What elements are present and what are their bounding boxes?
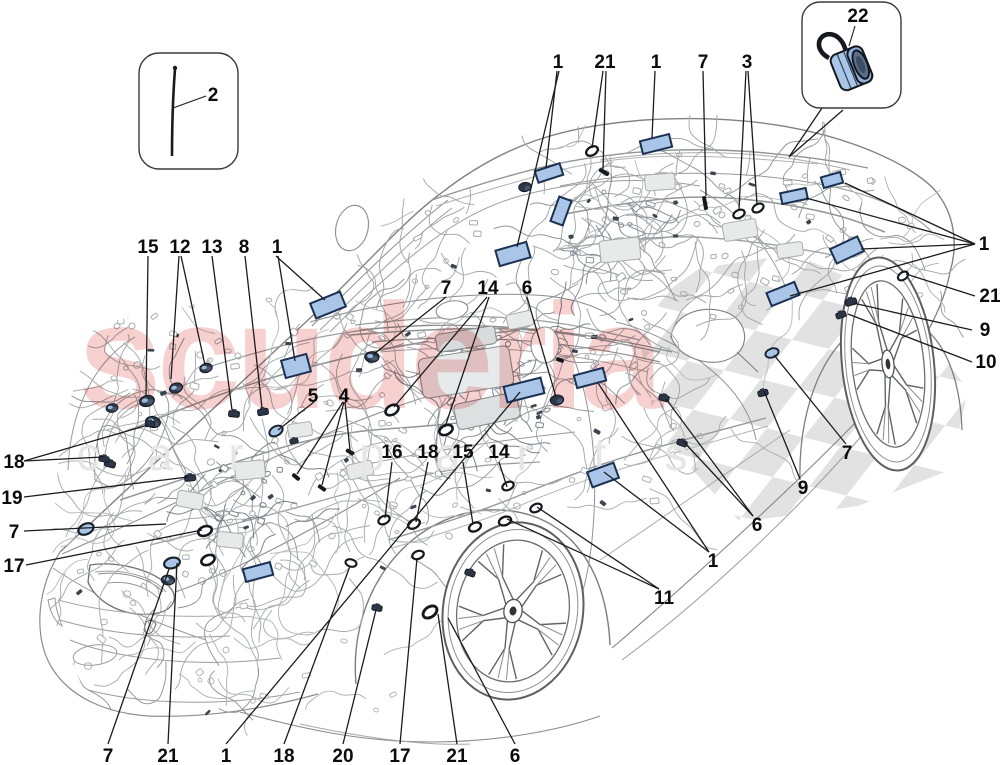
svg-text:5: 5 [308,386,319,407]
svg-text:6: 6 [510,746,521,765]
svg-text:17: 17 [389,746,410,765]
svg-text:1: 1 [272,237,283,258]
svg-text:17: 17 [3,556,24,577]
svg-text:7: 7 [842,443,853,464]
svg-text:1: 1 [979,234,990,255]
svg-text:19: 19 [1,488,22,509]
svg-text:10: 10 [975,352,996,373]
svg-text:13: 13 [201,237,222,258]
svg-text:18: 18 [3,452,24,473]
svg-text:1: 1 [553,52,564,73]
svg-text:18: 18 [273,746,294,765]
svg-text:7: 7 [9,522,20,543]
svg-text:1: 1 [651,52,662,73]
svg-text:21: 21 [979,286,1000,307]
svg-text:21: 21 [446,746,468,765]
svg-text:a: a [435,428,461,480]
svg-text:6: 6 [522,278,533,299]
svg-text:20: 20 [332,746,353,765]
svg-text:7: 7 [103,746,114,765]
svg-text:9: 9 [798,478,809,499]
svg-text:1: 1 [708,551,719,572]
svg-text:15: 15 [137,237,159,258]
svg-text:18: 18 [417,442,438,463]
svg-text:14: 14 [488,442,510,463]
svg-text:6: 6 [752,515,763,536]
svg-text:21: 21 [594,52,616,73]
svg-text:15: 15 [452,442,474,463]
svg-text:p: p [359,428,385,480]
svg-text:14: 14 [477,278,499,299]
svg-text:2: 2 [208,85,219,106]
svg-text:1: 1 [221,746,232,765]
svg-text:7: 7 [441,278,452,299]
svg-text:21: 21 [157,746,179,765]
svg-text:11: 11 [654,588,675,609]
svg-text:3: 3 [742,52,753,73]
svg-text:s: s [665,428,688,480]
svg-text:16: 16 [381,442,402,463]
svg-text:8: 8 [239,237,250,258]
svg-text:a: a [147,428,173,480]
svg-text:12: 12 [169,237,190,258]
svg-text:4: 4 [339,386,350,407]
svg-text:7: 7 [698,52,709,73]
svg-text:r: r [516,428,531,480]
svg-text:9: 9 [980,320,991,341]
svg-text:22: 22 [847,6,868,27]
svg-text:r: r [228,428,243,480]
